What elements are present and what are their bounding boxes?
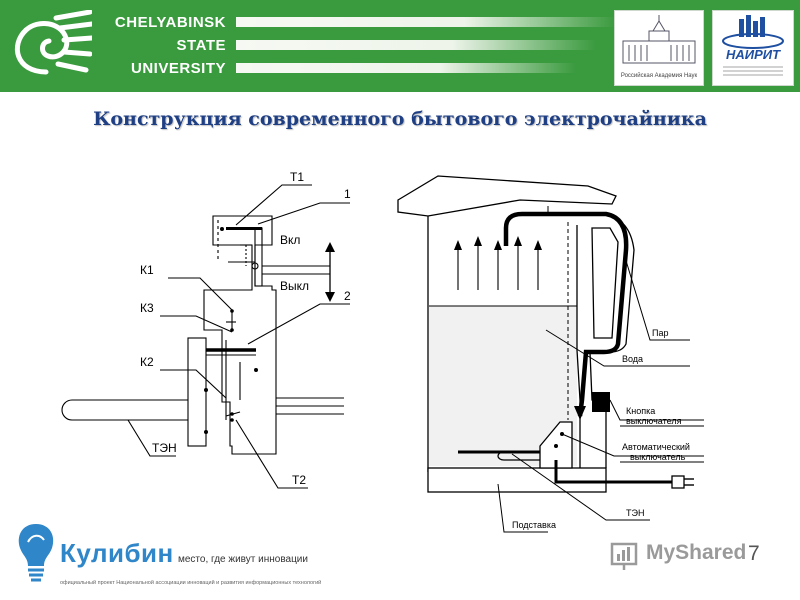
header-stripe [236, 40, 596, 50]
label-k1: К1 [140, 263, 154, 277]
label-steam: Пар [652, 328, 668, 338]
university-name-line: UNIVERSITY [130, 60, 226, 77]
label-k2: К2 [140, 355, 154, 369]
university-logo-icon [14, 10, 92, 75]
label-button-2: выключателя [626, 416, 682, 426]
myshared-watermark: MyShared [646, 541, 747, 564]
label-stand: Подставка [512, 520, 556, 530]
myshared-watermark-icon [610, 542, 638, 570]
label-1: 1 [344, 187, 351, 201]
label-water: Вода [622, 354, 643, 364]
page-number: 7 [748, 542, 760, 565]
lightbulb-icon [18, 524, 54, 582]
header-banner: CHELYABINSK STATE UNIVERSITY Российская … [0, 0, 800, 92]
label-auto-1: Автоматический [622, 442, 690, 452]
ras-caption: Российская Академия Наук [620, 73, 698, 79]
switch-labels: Т1 1 Вкл Выкл К1 2 К3 К2 ТЭН Т2 [140, 170, 351, 487]
kettle-labels: Пар Вода Кнопка выключателя Автоматическ… [512, 328, 690, 530]
label-button-1: Кнопка [626, 406, 655, 416]
university-name-line: CHELYABINSK [114, 14, 226, 31]
slide-title: Конструкция современного бытового электр… [93, 108, 707, 130]
nairit-wordmark: НАИРИТ [725, 47, 781, 62]
nairit-globe-icon [722, 15, 784, 76]
label-auto-2: выключатель [630, 452, 686, 462]
academy-building-icon [622, 15, 696, 64]
kulibin-subtitle: официальный проект Национальной ассоциац… [60, 580, 322, 586]
switch-schematic [61, 184, 350, 489]
label-ten-left: ТЭН [152, 441, 177, 455]
kettle-cross-section [397, 175, 704, 533]
label-k3: К3 [140, 301, 154, 315]
kulibin-brand: Кулибин [60, 538, 174, 568]
nairit-logo: НАИРИТ [712, 10, 794, 86]
header-stripe [236, 63, 576, 73]
label-off: Выкл [280, 279, 309, 293]
label-on: Вкл [280, 233, 300, 247]
label-t2: Т2 [292, 473, 306, 487]
kulibin-slogan: место, где живут инновации [178, 554, 308, 565]
header-stripe [236, 17, 616, 27]
ras-logo: Российская Академия Наук [614, 10, 704, 86]
label-ten-right: ТЭН [626, 508, 644, 518]
university-name-line: STATE [176, 37, 226, 54]
label-2: 2 [344, 289, 351, 303]
label-t1: Т1 [290, 170, 304, 184]
kettle-diagram: Т1 1 Вкл Выкл К1 2 К3 К2 ТЭН Т2 [61, 170, 704, 533]
